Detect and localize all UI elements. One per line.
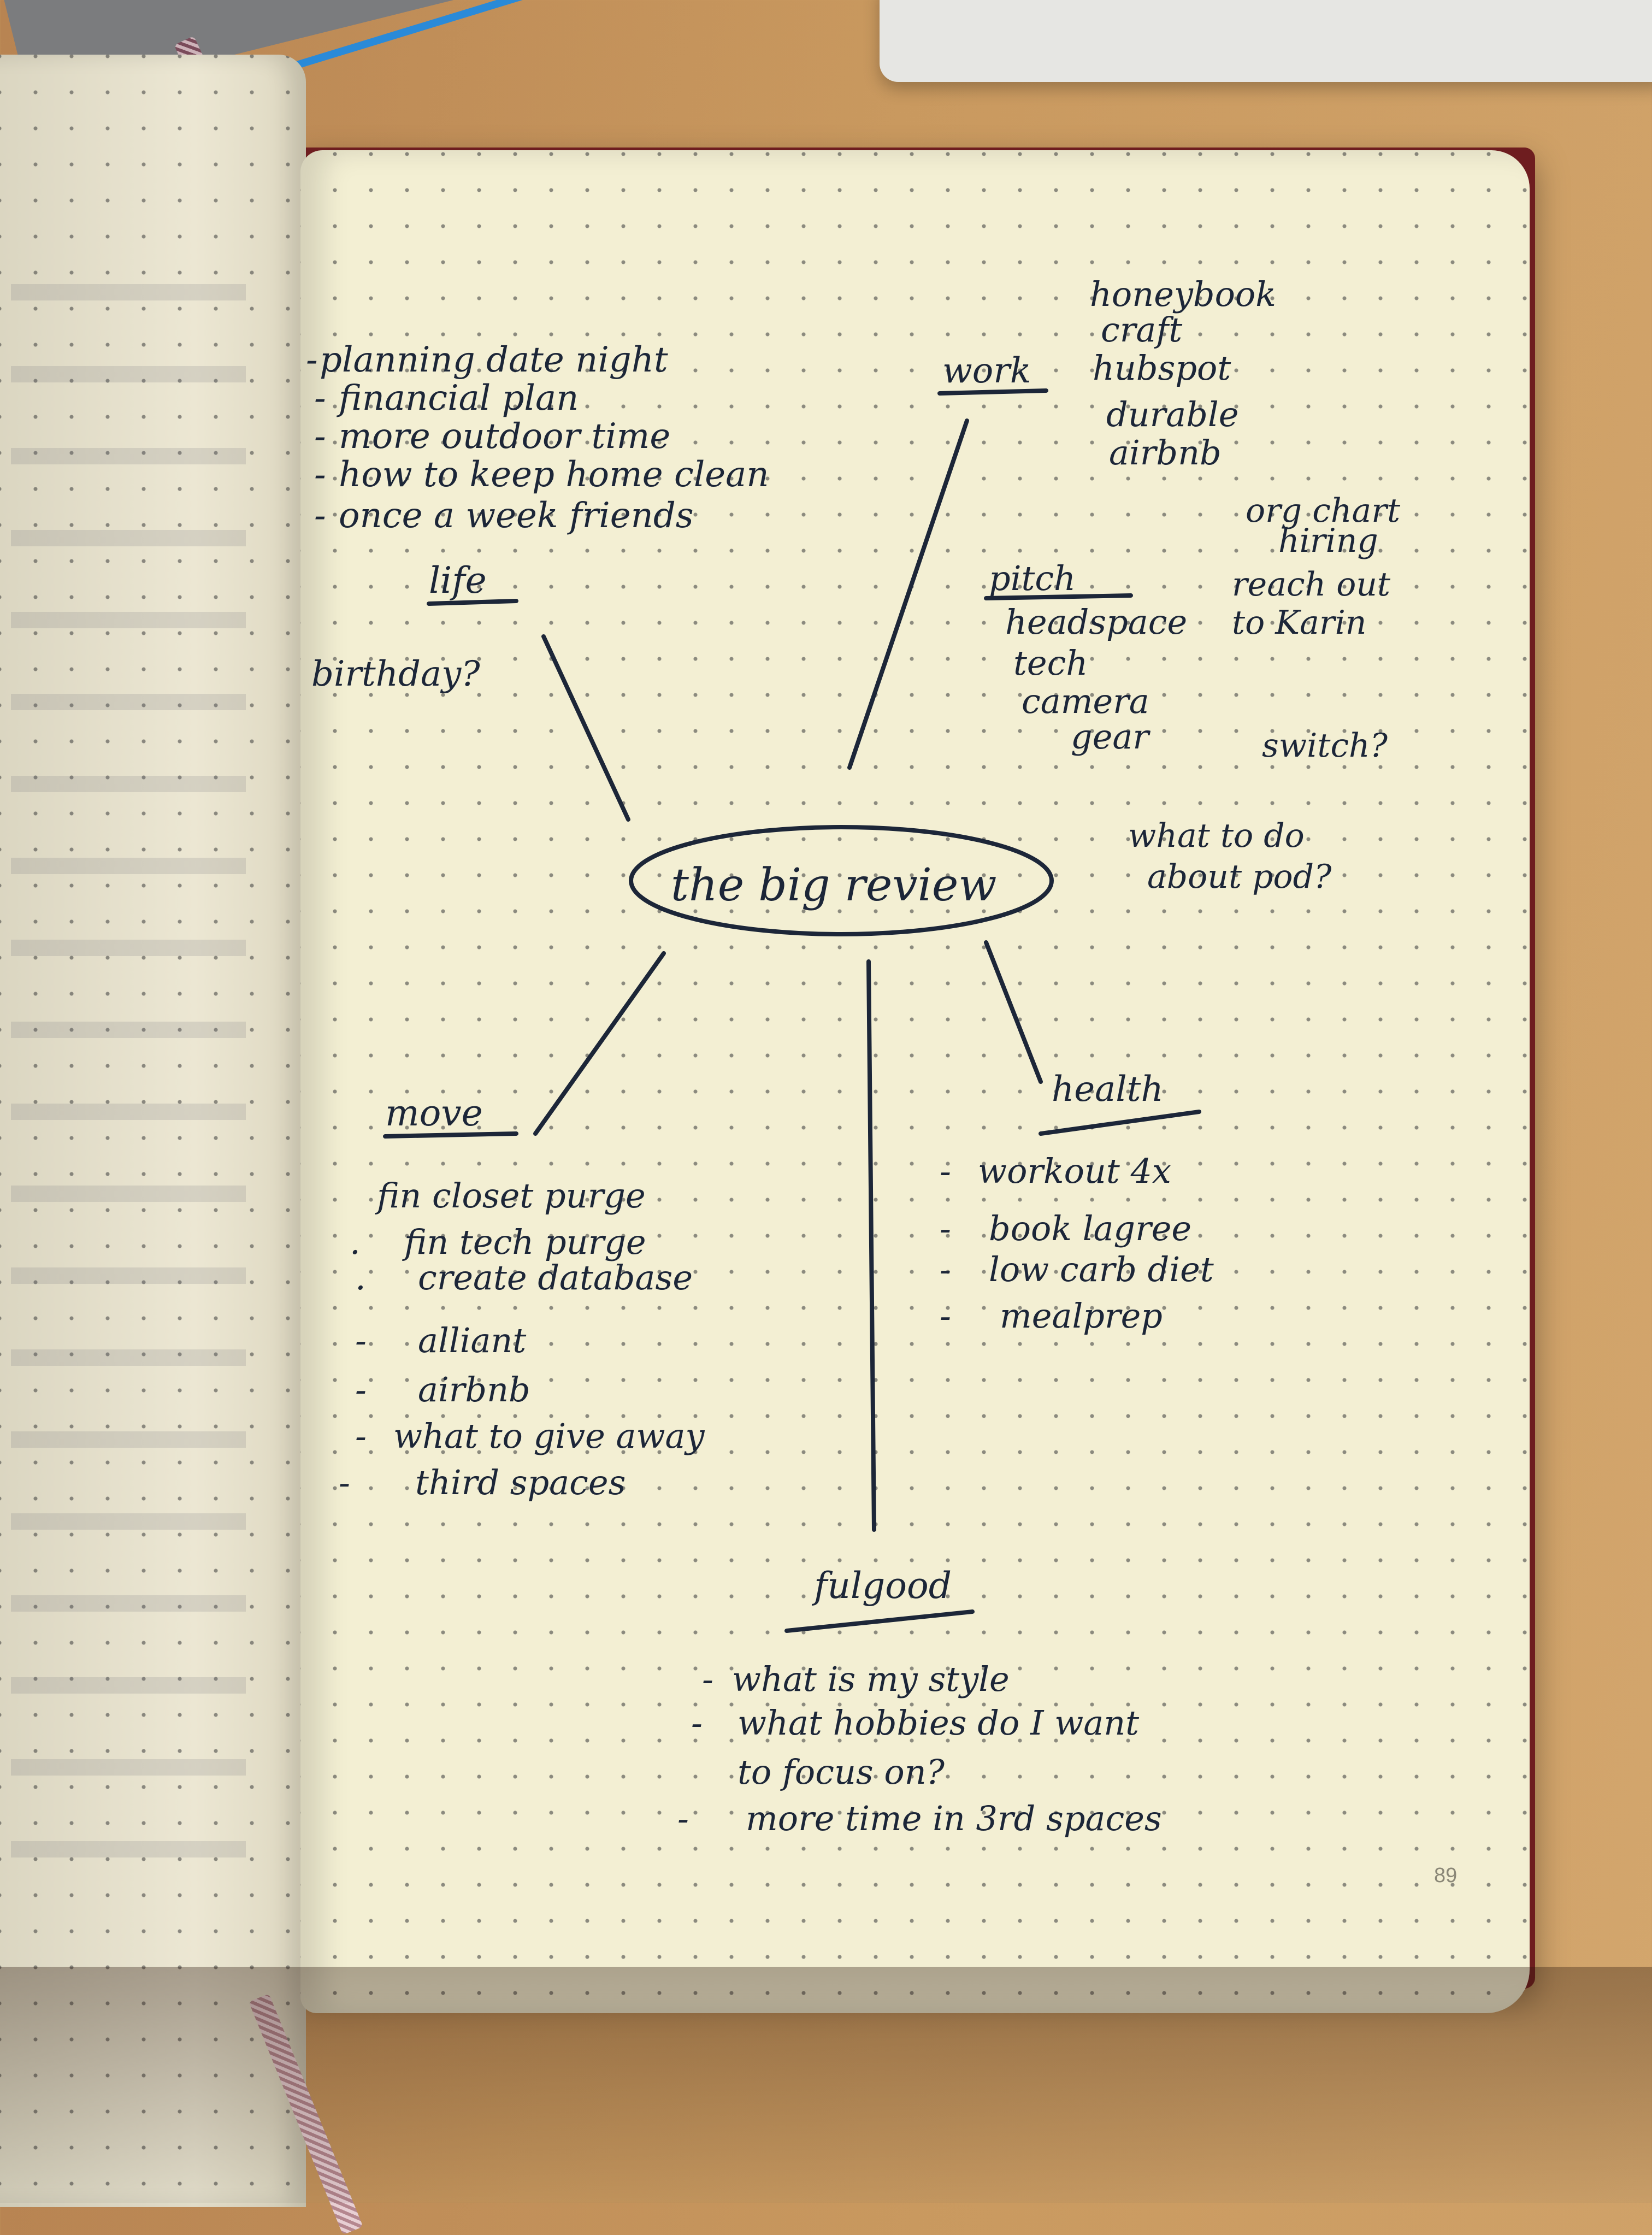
health-label: health — [1052, 1069, 1164, 1110]
move-item: fin closet purge — [375, 1176, 646, 1216]
svg-text:-: - — [940, 1296, 951, 1336]
svg-text:-: - — [355, 1416, 367, 1456]
move-item: third spaces — [415, 1463, 626, 1502]
work-note: what to do — [1128, 817, 1305, 855]
fulgood-item: to focus on? — [738, 1752, 945, 1792]
work-note: about pod? — [1147, 858, 1332, 896]
pitch-label: pitch — [989, 558, 1076, 598]
life-item: more outdoor time — [339, 416, 670, 457]
underline-move — [383, 1131, 518, 1139]
pitch-item: tech — [1013, 643, 1088, 683]
svg-text:-: - — [940, 1208, 951, 1248]
work-item: honeybook — [1090, 274, 1276, 314]
pitch-item: gear — [1071, 717, 1150, 757]
underline-work — [937, 388, 1048, 396]
work-note: switch? — [1262, 727, 1388, 765]
life-note: birthday? — [311, 654, 480, 694]
life-label: life — [429, 559, 487, 601]
dot-grid — [0, 55, 306, 2207]
svg-text:-: - — [691, 1703, 703, 1743]
work-item: durable — [1106, 394, 1238, 434]
right-page — [300, 150, 1530, 2013]
work-item: craft — [1101, 310, 1182, 350]
move-label: move — [385, 1092, 483, 1134]
svg-text:-: - — [702, 1659, 713, 1699]
move-item: what to give away — [393, 1416, 705, 1456]
fulgood-item: what is my style — [732, 1659, 1010, 1699]
move-item: airbnb — [418, 1370, 530, 1410]
work-note: hiring — [1278, 522, 1378, 560]
work-label: work — [942, 351, 1031, 391]
svg-text:-: - — [314, 416, 326, 457]
svg-text:.: . — [350, 1222, 361, 1262]
desk-shadow — [0, 1967, 1652, 2203]
fulgood-label: fulgood — [811, 1565, 952, 1607]
underline-fulgood — [784, 1609, 975, 1633]
svg-text:.: . — [355, 1258, 366, 1298]
fulgood-item: more time in 3rd spaces — [746, 1798, 1162, 1838]
dot-grid — [300, 150, 1530, 2013]
left-page — [0, 55, 306, 2207]
work-note: reach out — [1232, 565, 1391, 604]
center-label: the big review — [671, 859, 997, 911]
svg-text:-: - — [677, 1798, 689, 1838]
move-item: fin tech purge — [402, 1222, 646, 1262]
center-oval — [629, 825, 1054, 936]
connector-move — [533, 951, 666, 1136]
work-note: org chart — [1246, 492, 1401, 530]
page-number: 89 — [1434, 1864, 1457, 1887]
health-item: book lagree — [989, 1208, 1191, 1248]
life-item: once a week friends — [339, 496, 694, 536]
pitch-item: camera — [1022, 681, 1149, 721]
svg-text:-: - — [314, 455, 326, 495]
life-item: how to keep home clean — [339, 455, 769, 495]
connector-work — [847, 418, 969, 770]
fulgood-item: what hobbies do I want — [738, 1703, 1139, 1743]
connector-health — [984, 940, 1043, 1084]
underline-health — [1039, 1110, 1201, 1136]
tablet-device — [880, 0, 1652, 82]
svg-text:-: - — [306, 340, 318, 380]
svg-text:-: - — [355, 1370, 367, 1410]
work-note: to Karin — [1232, 604, 1366, 642]
connector-fulgood — [866, 959, 876, 1532]
bleed-through-writing — [11, 219, 246, 1857]
underline-pitch — [984, 593, 1133, 600]
underline-life — [427, 599, 518, 606]
work-item: hubspot — [1093, 348, 1231, 388]
svg-text:-: - — [940, 1151, 951, 1191]
pitch-item: headspace — [1005, 602, 1187, 642]
svg-text:-: - — [355, 1320, 367, 1360]
connector-life — [541, 634, 630, 822]
life-item: planning date night — [320, 340, 668, 380]
move-item: create database — [418, 1258, 693, 1298]
svg-text:-: - — [339, 1463, 350, 1502]
svg-text:-: - — [314, 378, 326, 418]
svg-text:-: - — [940, 1249, 951, 1289]
health-item: low carb diet — [989, 1249, 1214, 1289]
health-item: workout 4x — [978, 1151, 1171, 1191]
life-item: financial plan — [337, 378, 579, 418]
health-item: mealprep — [1000, 1296, 1163, 1336]
work-item: airbnb — [1109, 433, 1222, 473]
move-item: alliant — [418, 1320, 526, 1360]
svg-text:-: - — [314, 496, 326, 536]
